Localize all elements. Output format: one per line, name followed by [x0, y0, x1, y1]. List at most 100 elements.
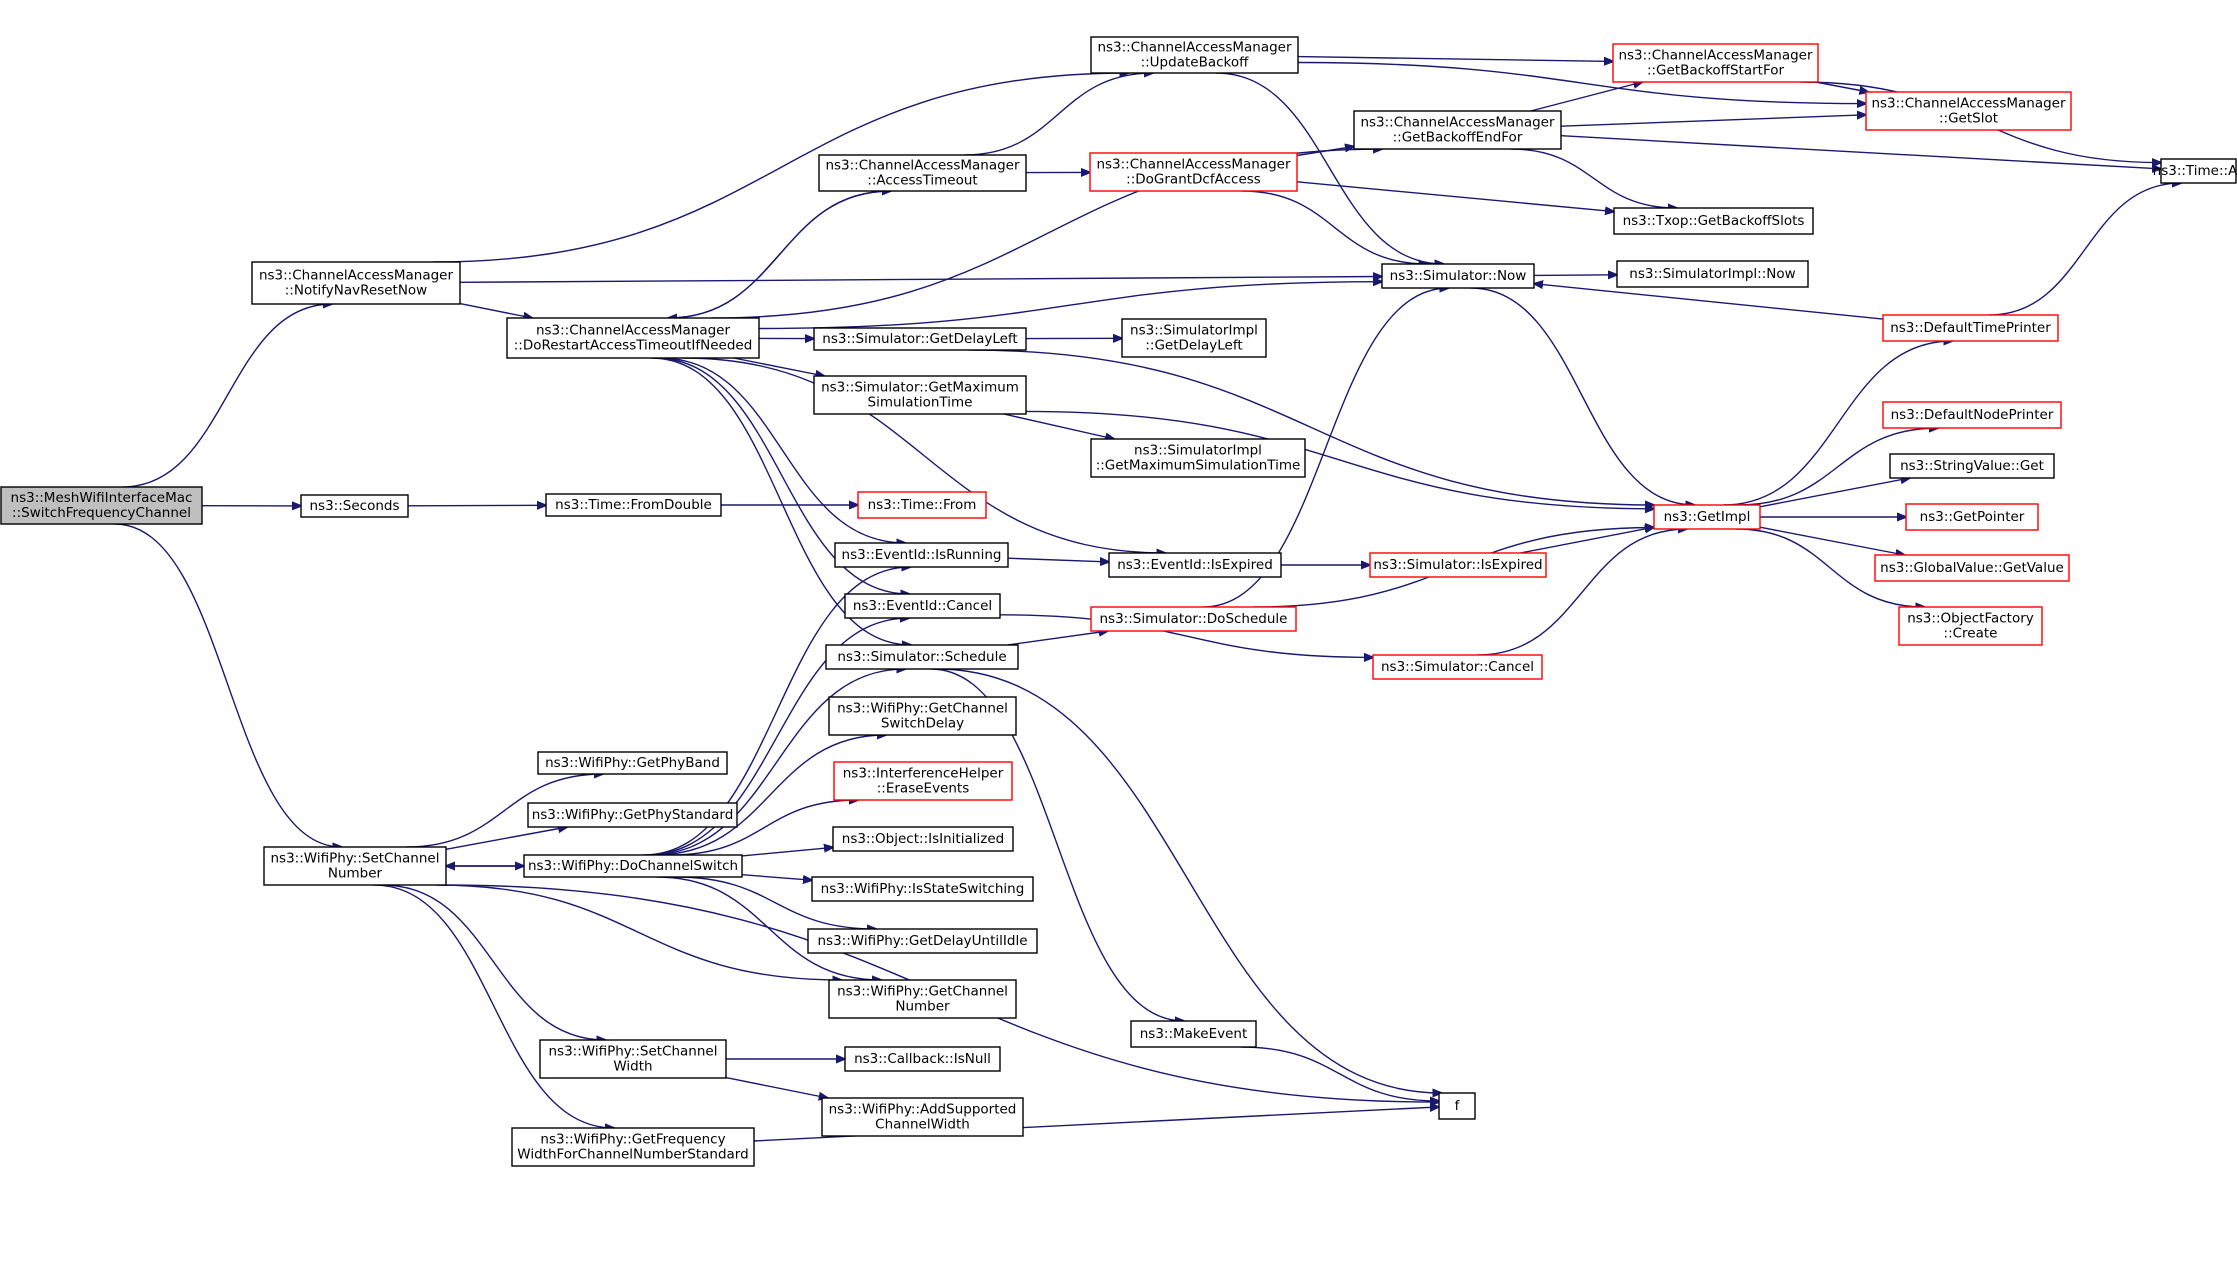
node-getphyband[interactable]: ns3::WifiPhy::GetPhyBand [537, 751, 728, 775]
edge-line [1241, 1046, 1439, 1101]
node-simcancel[interactable]: ns3::Simulator::Cancel [1372, 654, 1543, 680]
node-isinit[interactable]: ns3::Object::IsInitialized [832, 826, 1014, 852]
edge-line [1759, 478, 1910, 508]
node-getdelayleft[interactable]: ns3::Simulator::GetDelayLeft [813, 327, 1027, 351]
node-getslot[interactable]: ns3::ChannelAccessManager::GetSlot [1865, 91, 2072, 131]
edge-makeevent-to-f [1241, 1046, 1439, 1101]
node-label: ns3::SimulatorImpl [1134, 443, 1262, 459]
node-dochsw[interactable]: ns3::WifiPhy::DoChannelSwitch [523, 854, 743, 878]
edge-dochsw-to-isstatesw [741, 874, 812, 881]
node-isexpired[interactable]: ns3::EventId::IsExpired [1108, 552, 1282, 578]
edge-dogrant-to-simnow [1241, 190, 1428, 264]
node-restart[interactable]: ns3::ChannelAccessManager::DoRestartAcce… [506, 317, 760, 359]
edge-line [1989, 183, 2181, 316]
node-getbackoffend[interactable]: ns3::ChannelAccessManager::GetBackoffEnd… [1353, 110, 1562, 150]
node-label: ::GetDelayLeft [1145, 338, 1242, 354]
node-box [1090, 438, 1306, 478]
node-box [1616, 260, 1809, 288]
edge-line [1533, 275, 1617, 276]
node-label: ns3::InterferenceHelper [843, 766, 1004, 782]
node-deftimeprinter[interactable]: ns3::DefaultTimePrinter [1882, 314, 2059, 342]
node-box [523, 854, 743, 878]
edge-line [1759, 526, 1905, 555]
edge-getimpl-to-objcreate [1735, 528, 1925, 607]
node-box [1612, 43, 1819, 83]
node-dogrant[interactable]: ns3::ChannelAccessManager::DoGrantDcfAcc… [1089, 152, 1298, 192]
edge-line [459, 302, 532, 318]
node-label: ns3::ChannelAccessManager [259, 268, 454, 284]
node-isstatesw[interactable]: ns3::WifiPhy::IsStateSwitching [811, 876, 1034, 902]
node-seconds[interactable]: ns3::Seconds [300, 494, 409, 518]
node-box [506, 317, 760, 359]
node-box [844, 1046, 1001, 1072]
edge-line [659, 357, 906, 543]
node-accesstimeout[interactable]: ns3::ChannelAccessManager::AccessTimeout [818, 154, 1027, 192]
node-implgetdelay[interactable]: ns3::SimulatorImpl::GetDelayLeft [1121, 318, 1267, 358]
node-label: ns3::SimulatorImpl [1130, 323, 1258, 339]
node-timefrom[interactable]: ns3::Time::From [857, 491, 987, 519]
node-label: ns3::DefaultTimePrinter [1890, 320, 2051, 336]
edge-updatebackoff-to-getslot [1297, 61, 1866, 104]
node-eraseevents[interactable]: ns3::InterferenceHelper::EraseEvents [833, 761, 1013, 801]
edge-line [407, 505, 546, 506]
node-isnull[interactable]: ns3::Callback::IsNull [844, 1046, 1001, 1072]
node-updatebackoff[interactable]: ns3::ChannelAccessManager::UpdateBackoff [1090, 36, 1299, 74]
edge-navreset-to-restart [459, 302, 532, 318]
node-getphystd[interactable]: ns3::WifiPhy::GetPhyStandard [527, 802, 738, 828]
node-getmaxsim[interactable]: ns3::Simulator::GetMaximumSimulationTime [813, 375, 1027, 415]
node-fromdouble[interactable]: ns3::Time::FromDouble [545, 493, 722, 517]
edge-restart-to-isrunning [659, 357, 906, 543]
node-label: ns3::Simulator::Now [1390, 268, 1527, 284]
node-doschedule[interactable]: ns3::Simulator::DoSchedule [1090, 606, 1297, 632]
edge-simisexpired-to-getimpl [1520, 527, 1654, 554]
node-cancel[interactable]: ns3::EventId::Cancel [844, 593, 1001, 619]
node-timeas[interactable]: ns3::Time::As [2153, 158, 2237, 184]
node-getbackoffstart[interactable]: ns3::ChannelAccessManager::GetBackoffSta… [1612, 43, 1819, 83]
edge-doschedule-to-simnow [1202, 288, 1449, 608]
node-navreset[interactable]: ns3::ChannelAccessManager::NotifyNavRese… [251, 261, 461, 305]
edge-line [963, 73, 1153, 156]
node-simnow[interactable]: ns3::Simulator::Now [1381, 263, 1535, 289]
node-makeevent[interactable]: ns3::MakeEvent [1130, 1020, 1257, 1048]
node-getfreqwidth[interactable]: ns3::WifiPhy::GetFrequencyWidthForChanne… [511, 1127, 755, 1167]
node-globalget[interactable]: ns3::GlobalValue::GetValue [1874, 554, 2070, 582]
node-txopslots[interactable]: ns3::Txop::GetBackoffSlots [1613, 207, 1814, 235]
node-label: ns3::ChannelAccessManager [1096, 157, 1291, 173]
node-getpointer[interactable]: ns3::GetPointer [1905, 503, 2039, 531]
node-isrunning[interactable]: ns3::EventId::IsRunning [834, 542, 1009, 568]
node-stringget[interactable]: ns3::StringValue::Get [1889, 453, 2055, 479]
node-label: ::DoRestartAccessTimeoutIfNeeded [514, 338, 753, 354]
node-label: ns3::Simulator::IsExpired [1373, 557, 1542, 573]
node-label: Number [895, 999, 950, 1015]
node-label: ns3::Txop::GetBackoffSlots [1623, 213, 1805, 229]
edge-line [1241, 190, 1428, 264]
node-schedule[interactable]: ns3::Simulator::Schedule [825, 644, 1019, 670]
node-defnodeprinter[interactable]: ns3::DefaultNodePrinter [1882, 401, 2062, 429]
edge-line [1510, 148, 1677, 208]
node-label: ns3::GetImpl [1664, 509, 1751, 525]
node-implnow[interactable]: ns3::SimulatorImpl::Now [1616, 260, 1809, 288]
node-label: ns3::StringValue::Get [1900, 458, 2044, 474]
node-box [1090, 606, 1297, 632]
edge-line [648, 669, 905, 856]
node-label: ns3::ChannelAccessManager [1618, 48, 1813, 64]
edge-updatebackoff-to-simnow [1215, 72, 1444, 264]
node-objcreate[interactable]: ns3::ObjectFactory::Create [1898, 606, 2043, 646]
node-getimpl[interactable]: ns3::GetImpl [1653, 504, 1761, 530]
node-implgetmax[interactable]: ns3::SimulatorImpl::GetMaximumSimulation… [1090, 438, 1306, 478]
node-label: ns3::ObjectFactory [1907, 611, 2034, 627]
node-getdelayidle[interactable]: ns3::WifiPhy::GetDelayUntilIdle [807, 928, 1038, 954]
node-box [527, 802, 738, 828]
node-f[interactable]: f [1438, 1092, 1476, 1120]
node-simisexpired[interactable]: ns3::Simulator::IsExpired [1369, 552, 1547, 578]
node-box [1653, 504, 1761, 530]
node-root[interactable]: ns3::MeshWifiInterfaceMac::SwitchFrequen… [0, 486, 203, 525]
edge-setchannum-to-setchwidth [382, 884, 605, 1040]
node-label: SimulationTime [868, 395, 973, 411]
node-box [1090, 36, 1299, 74]
